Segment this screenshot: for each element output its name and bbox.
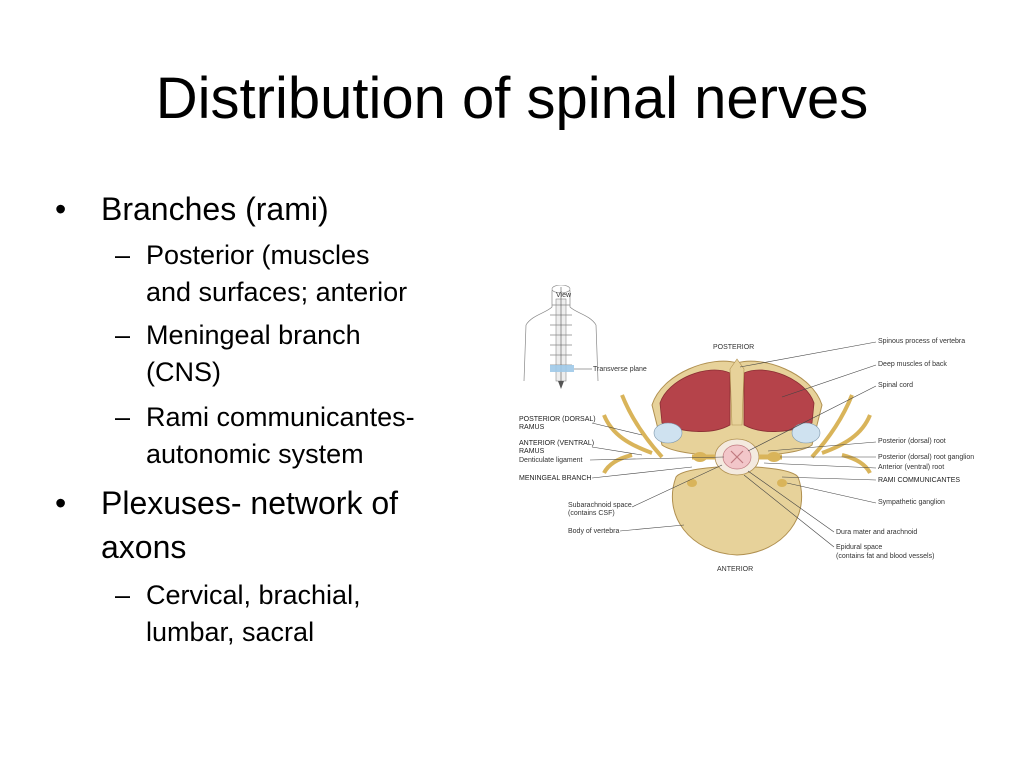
inset-view: View Transverse plane xyxy=(523,285,647,389)
label-subarachnoid-space-note: (contains CSF) xyxy=(568,510,615,517)
bullet-marker: • xyxy=(55,485,67,521)
label-denticulate-ligament: Denticulate ligament xyxy=(519,457,582,464)
sub-bullet-line: Meningeal branch xyxy=(146,320,361,350)
label-epidural-space: Epidural space xyxy=(836,544,882,551)
label-posterior-root: Posterior (dorsal) root xyxy=(878,438,946,445)
sub-bullet-line: (CNS) xyxy=(146,357,221,387)
label-posterior-ramus: POSTERIOR (DORSAL) xyxy=(519,416,596,423)
cross-section xyxy=(602,358,872,556)
sub-bullet-line: Posterior (muscles xyxy=(146,240,370,270)
sub-bullet-line: Rami communicantes- xyxy=(146,402,415,432)
label-posterior-root-ganglion: Posterior (dorsal) root ganglion xyxy=(878,454,974,461)
dash-marker: – xyxy=(115,402,131,432)
label-dura-mater: Dura mater and arachnoid xyxy=(836,529,917,536)
label-rami-communicantes: RAMI COMMUNICANTES xyxy=(878,477,960,484)
bullet-text: axons xyxy=(101,529,187,565)
label-meningeal-branch: MENINGEAL BRANCH xyxy=(519,475,591,482)
dash-marker: – xyxy=(115,320,131,350)
label-spinal-cord: Spinal cord xyxy=(878,382,913,389)
label-sympathetic-ganglion: Sympathetic ganglion xyxy=(878,499,945,506)
bullet-marker: • xyxy=(55,191,67,227)
label-posterior-ramus-2: RAMUS xyxy=(519,424,545,431)
label-anterior-root: Anterior (ventral) root xyxy=(878,464,944,471)
sub-bullet-line: Cervical, brachial, xyxy=(146,580,361,610)
slide-title: Distribution of spinal nerves xyxy=(155,66,869,131)
label-anterior-ramus: ANTERIOR (VENTRAL) xyxy=(519,440,594,447)
label-anterior-ramus-2: RAMUS xyxy=(519,448,545,455)
label-epidural-space-note: (contains fat and blood vessels) xyxy=(836,553,934,560)
label-deep-muscles: Deep muscles of back xyxy=(878,361,947,368)
dash-marker: – xyxy=(115,580,131,610)
diagram-svg: View Transverse plane xyxy=(519,285,974,573)
anterior-label: ANTERIOR xyxy=(717,566,753,573)
sub-bullet-line: and surfaces; anterior xyxy=(146,277,408,307)
label-spinous-process: Spinous process of vertebra xyxy=(878,338,965,345)
sub-bullet-line: autonomic system xyxy=(146,439,364,469)
transverse-plane-label: Transverse plane xyxy=(593,366,647,373)
posterior-label: POSTERIOR xyxy=(713,344,754,351)
bullet-text: Plexuses- network of xyxy=(101,485,399,521)
label-subarachnoid-space: Subarachnoid space xyxy=(568,502,632,509)
label-body-of-vertebra: Body of vertebra xyxy=(568,528,619,535)
sub-bullet-line: lumbar, sacral xyxy=(146,617,315,647)
spinal-nerve-diagram: View Transverse plane xyxy=(512,285,992,580)
bullet-text: Branches (rami) xyxy=(101,191,329,227)
dash-marker: – xyxy=(115,240,131,270)
inset-view-label: View xyxy=(556,292,572,299)
